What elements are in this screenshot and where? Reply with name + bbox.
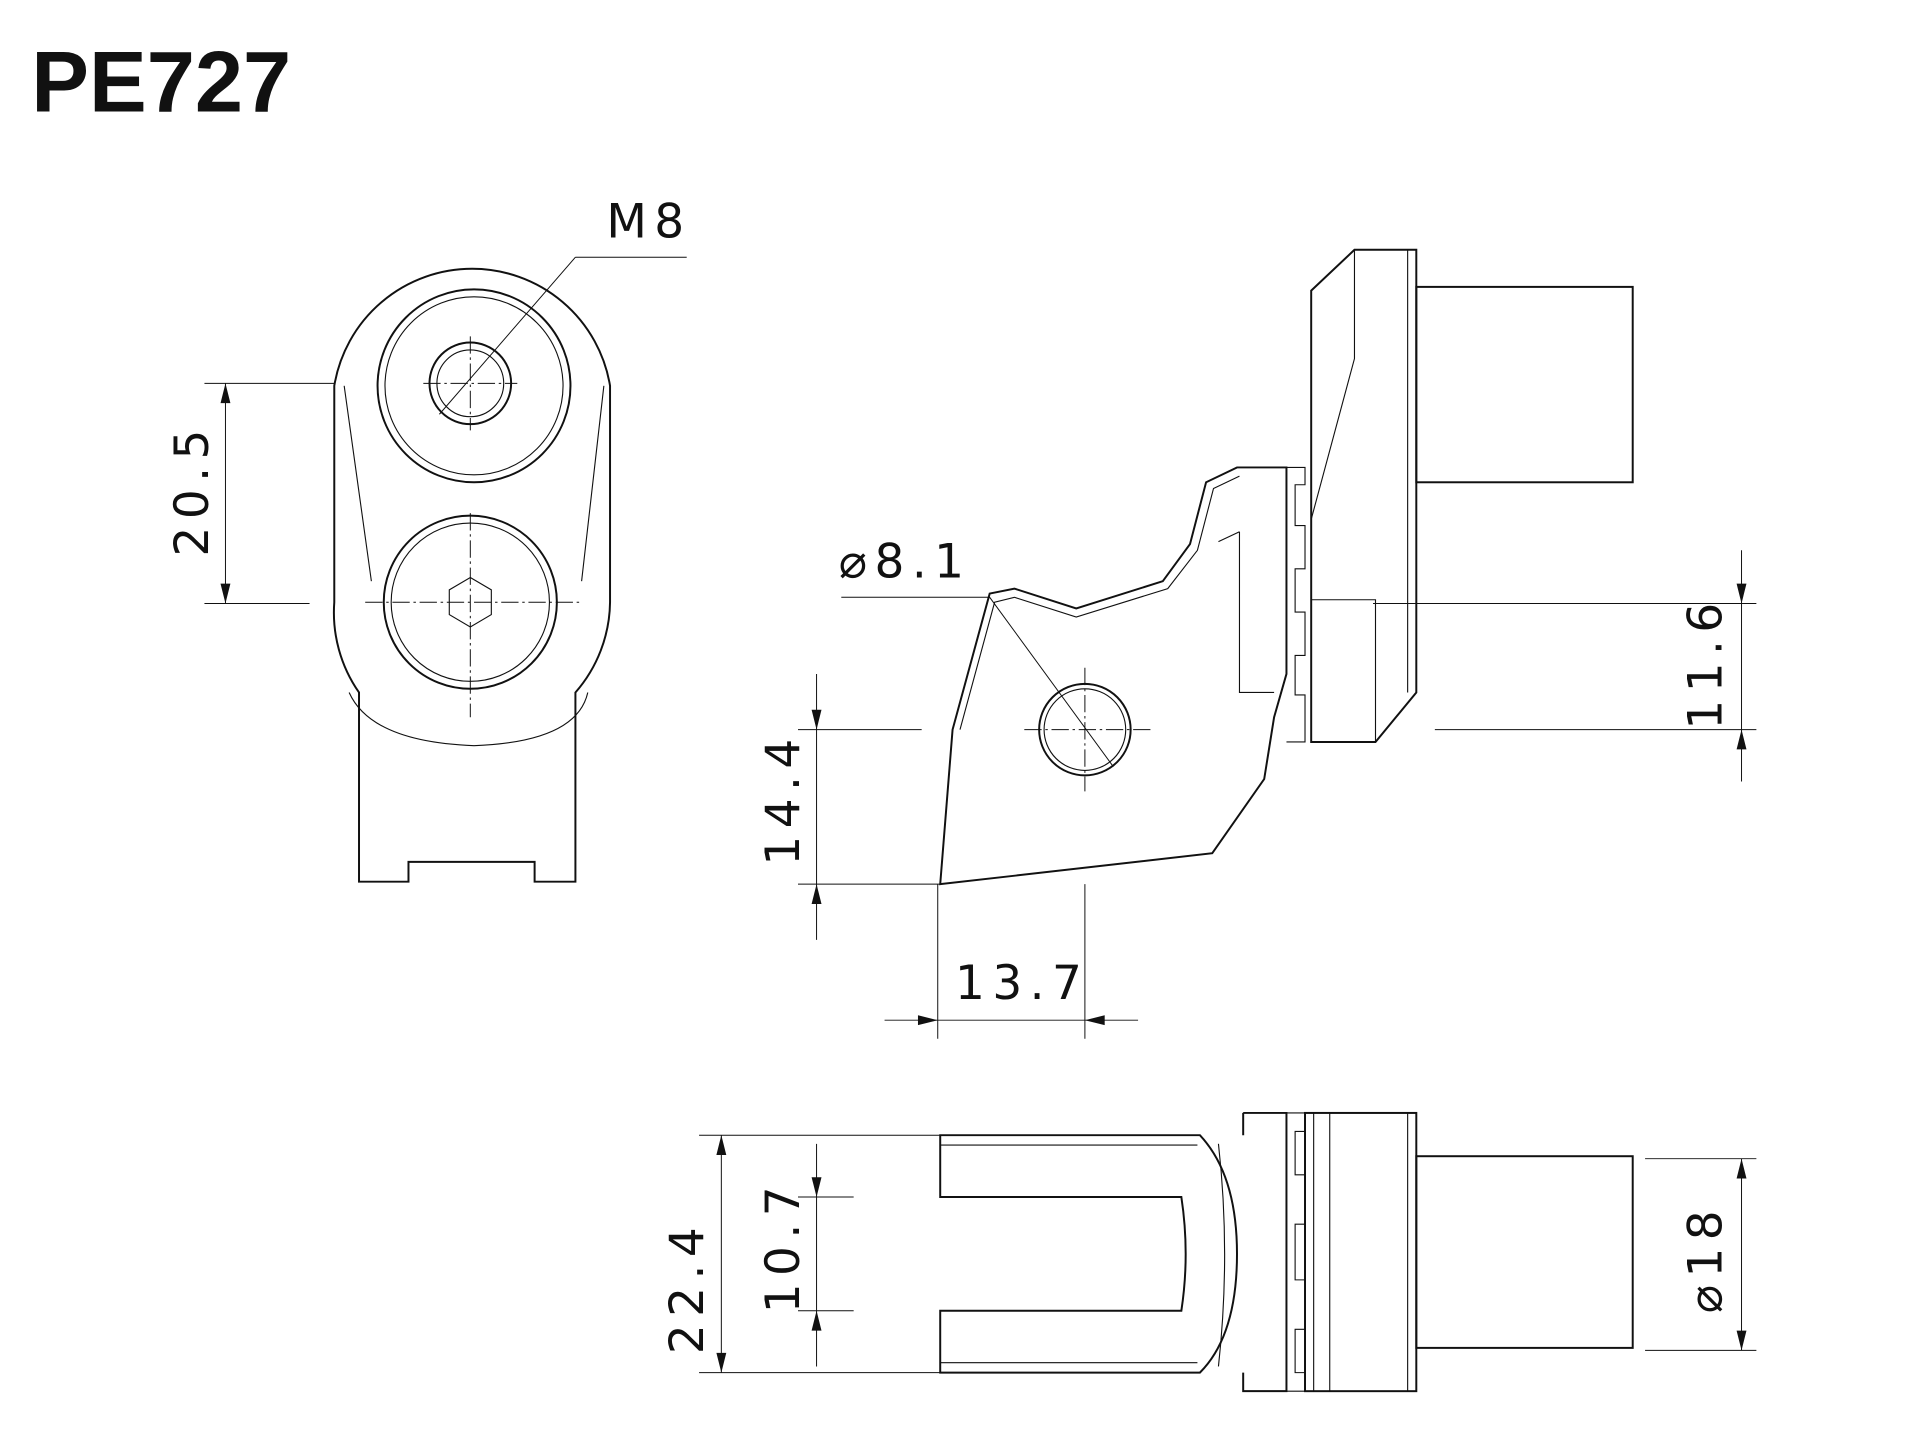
bottom-view [699, 1111, 1757, 1393]
dim-vertical-offset: 14.4 [756, 731, 811, 865]
dim-horizontal-offset: 13.7 [955, 956, 1089, 1011]
dim-hole-diameter: ⌀8.1 [839, 534, 972, 589]
front-view [204, 256, 687, 883]
part-number-title: PE727 [31, 34, 291, 130]
side-view [798, 248, 1757, 1039]
dim-thread: M8 [606, 194, 691, 249]
dim-slot-width: 10.7 [756, 1179, 811, 1313]
dim-shaft-diameter: ⌀18 [1679, 1203, 1734, 1313]
dim-shaft-offset: 11.6 [1679, 595, 1734, 729]
dim-fork-width: 22.4 [660, 1220, 715, 1354]
dim-hole-spacing: 20.5 [165, 422, 220, 556]
